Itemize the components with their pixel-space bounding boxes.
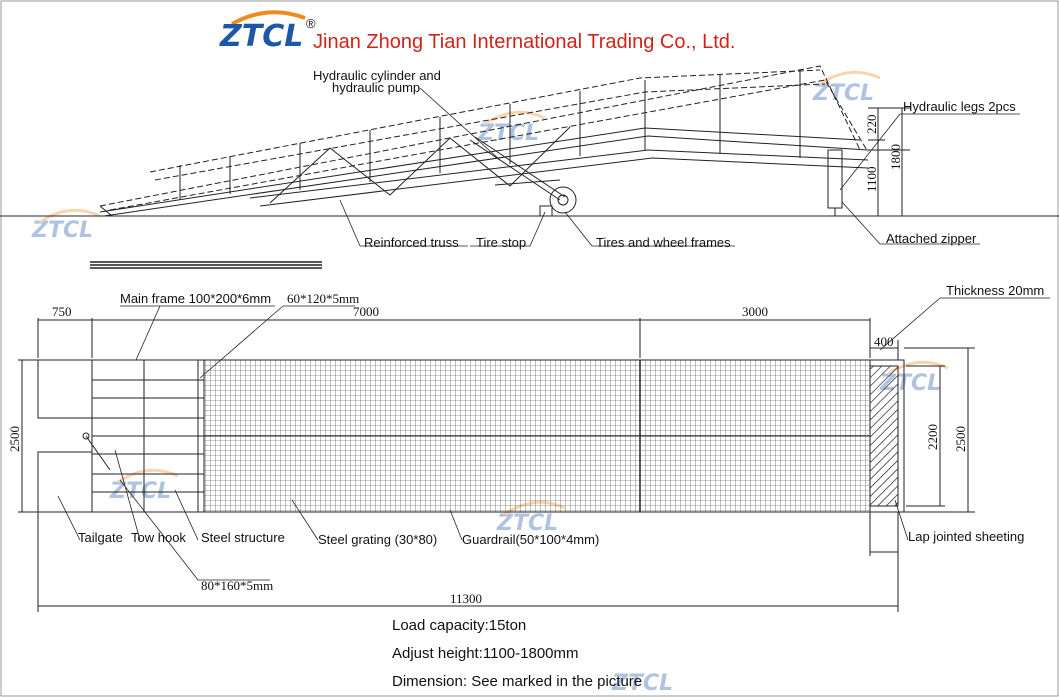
label-hydraulic-cylinder: Hydraulic cylinder and [313, 68, 441, 83]
label-guardrail: Guardrail(50*100*4mm) [462, 532, 599, 547]
registered-mark: ® [306, 16, 316, 31]
label-lap-jointed-sheeting: Lap jointed sheeting [908, 529, 1024, 544]
label-attached-zipper: Attached zipper [886, 231, 977, 246]
label-tow-hook: Tow hook [131, 530, 186, 545]
dim-1800: 1800 [888, 144, 903, 170]
dim-2200: 2200 [925, 424, 940, 450]
label-steel-structure: Steel structure [201, 530, 285, 545]
label-tailgate: Tailgate [78, 530, 123, 545]
dim-1100: 1100 [864, 166, 879, 192]
dim-3000: 3000 [742, 304, 768, 319]
svg-text:ZTCL: ZTCL [31, 218, 93, 243]
side-view-leaders [339, 87, 1020, 247]
spec-load-capacity: Load capacity:15ton [392, 617, 527, 634]
spec-adjust-height: Adjust height:1100-1800mm [392, 645, 579, 662]
label-main-frame: Main frame 100*200*6mm [120, 291, 271, 306]
spec-dimension: Dimension: See marked in the picture [392, 673, 643, 690]
specs-block: Load capacity:15ton Adjust height:1100-1… [392, 612, 642, 696]
dim-2500-right: 2500 [953, 426, 968, 452]
dim-220: 220 [864, 115, 879, 135]
svg-text:ZTCL: ZTCL [496, 511, 558, 536]
dim-7000: 7000 [353, 304, 379, 319]
label-tube-60x120: 60*120*5mm [287, 291, 359, 306]
dim-400: 400 [874, 334, 894, 349]
label-hydraulic-pump: hydraulic pump [332, 80, 420, 95]
label-thickness: Thickness 20mm [946, 283, 1044, 298]
top-view-leaders [57, 297, 1050, 581]
label-tube-80x160: 80*160*5mm [201, 578, 273, 593]
label-tires-wheel-frames: Tires and wheel frames [596, 235, 731, 250]
dim-11300: 11300 [450, 591, 482, 606]
svg-text:ZTCL: ZTCL [812, 81, 874, 106]
company-name: Jinan Zhong Tian International Trading C… [313, 31, 736, 53]
label-reinforced-truss: Reinforced truss [364, 235, 459, 250]
dim-2500-left: 2500 [7, 426, 22, 452]
top-view [18, 318, 975, 612]
label-tire-stop: Tire stop [476, 235, 526, 250]
side-view [0, 65, 1059, 269]
label-steel-grating: Steel grating (30*80) [318, 532, 437, 547]
label-hydraulic-legs: Hydraulic legs 2pcs [903, 99, 1016, 114]
company-logo: ZTCL ® [219, 10, 316, 54]
logo-text: ZTCL [219, 19, 303, 54]
dim-750: 750 [52, 304, 72, 319]
svg-text:ZTCL: ZTCL [611, 671, 673, 696]
